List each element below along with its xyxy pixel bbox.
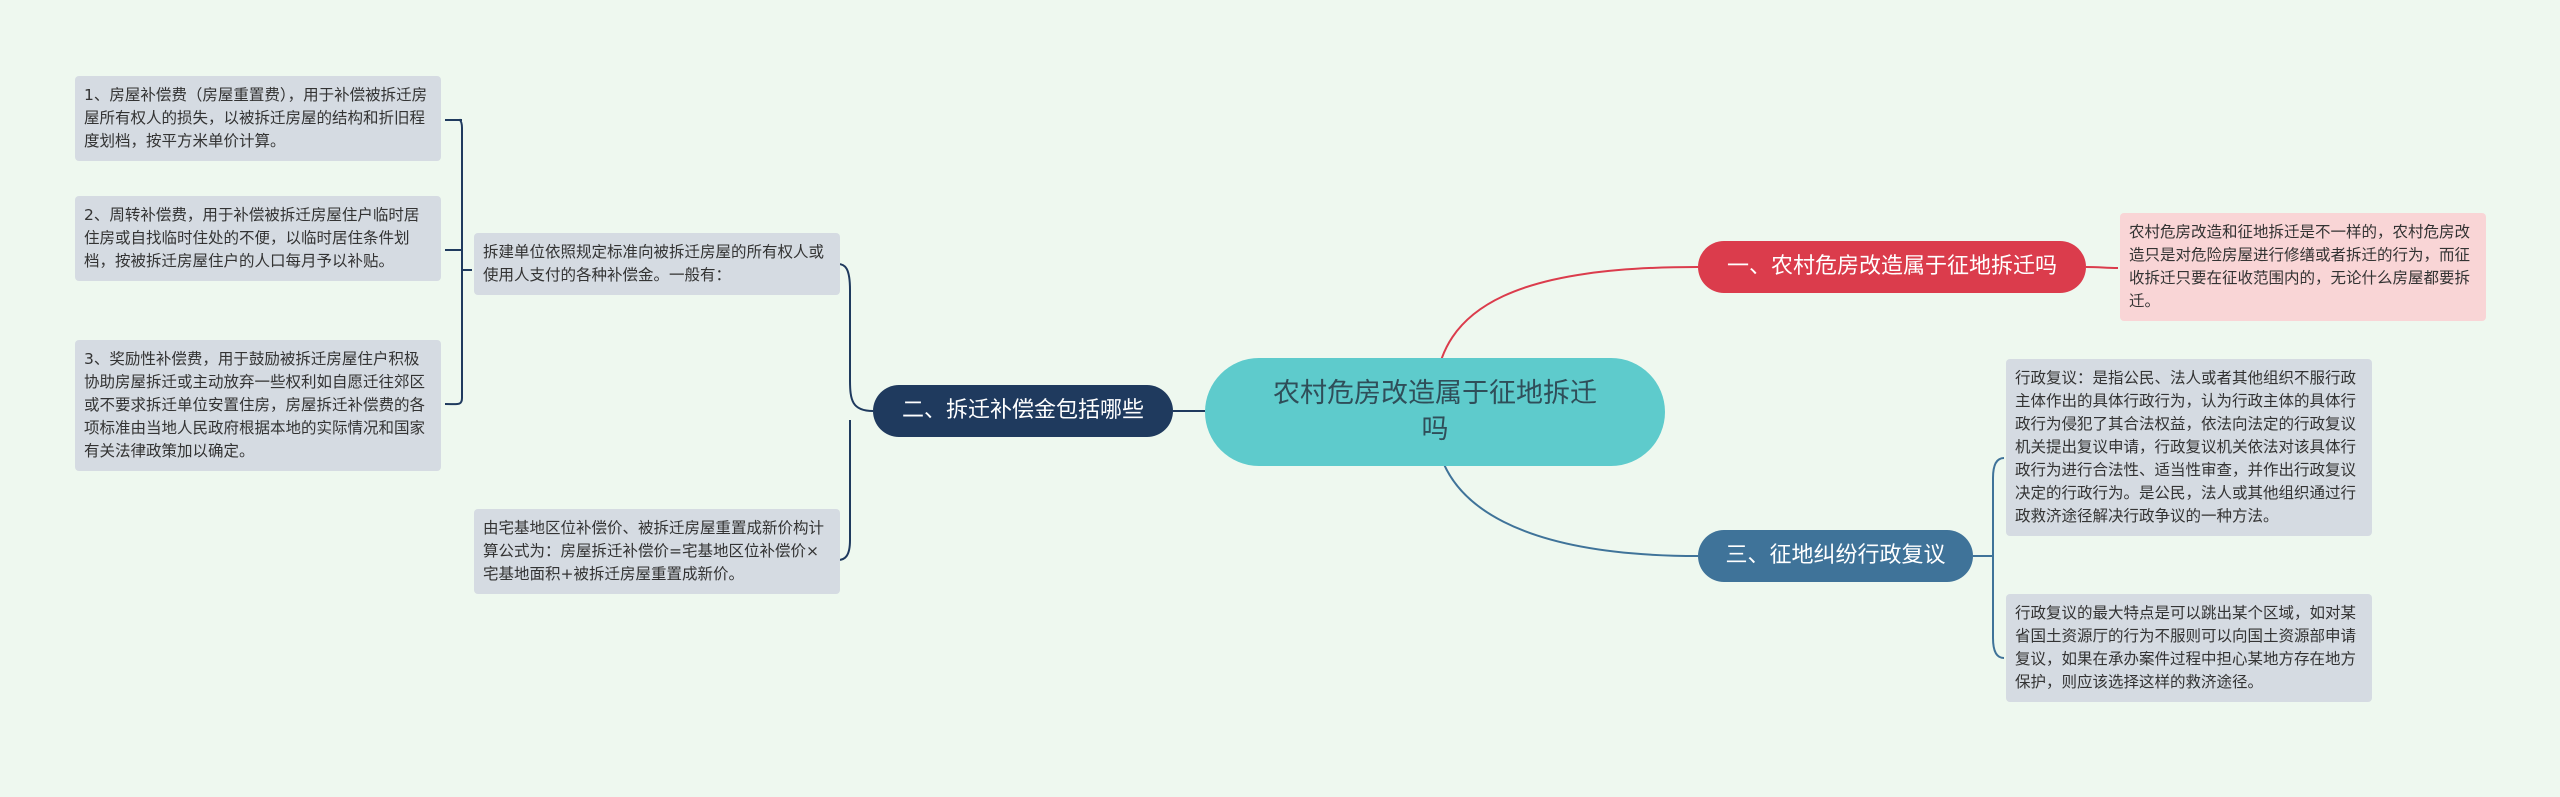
- leaf-compensation-definition[interactable]: 拆建单位依照规定标准向被拆迁房屋的所有权人或使用人支付的各种补偿金。一般有：: [474, 233, 840, 295]
- leaf-turnover-compensation-text: 2、周转补偿费，用于补偿被拆迁房屋住户临时居住房或自找临时住处的不便，以临时居住…: [84, 206, 420, 270]
- leaf-compensation-formula-text: 由宅基地区位补偿价、被拆迁房屋重置成新价构计算公式为：房屋拆迁补偿价=宅基地区位…: [483, 519, 825, 583]
- branch-rural-renovation[interactable]: 一、农村危房改造属于征地拆迁吗: [1698, 241, 2086, 293]
- leaf-incentive-compensation-text: 3、奖励性补偿费，用于鼓励被拆迁房屋住户积极协助房屋拆迁或主动放弃一些权利如自愿…: [84, 350, 426, 460]
- leaf-turnover-compensation[interactable]: 2、周转补偿费，用于补偿被拆迁房屋住户临时居住房或自找临时住处的不便，以临时居住…: [75, 196, 441, 281]
- leaf-rural-renovation-note-text: 农村危房改造和征地拆迁是不一样的，农村危房改造只是对危险房屋进行修缮或者拆迁的行…: [2129, 223, 2471, 310]
- branch-compensation-label: 二、拆迁补偿金包括哪些: [901, 398, 1144, 423]
- branch-compensation[interactable]: 二、拆迁补偿金包括哪些: [873, 385, 1173, 437]
- root-topic[interactable]: 农村危房改造属于征地拆迁吗: [1205, 358, 1665, 466]
- root-topic-label: 农村危房改造属于征地拆迁吗: [1273, 378, 1597, 445]
- branch-admin-review-label: 三、征地纠纷行政复议: [1725, 543, 1946, 568]
- leaf-admin-review-definition[interactable]: 行政复议：是指公民、法人或者其他组织不服行政主体作出的具体行政行为，认为行政主体…: [2006, 359, 2372, 536]
- leaf-incentive-compensation[interactable]: 3、奖励性补偿费，用于鼓励被拆迁房屋住户积极协助房屋拆迁或主动放弃一些权利如自愿…: [75, 340, 441, 471]
- leaf-admin-review-feature[interactable]: 行政复议的最大特点是可以跳出某个区域，如对某省国土资源厅的行为不服则可以向国土资…: [2006, 594, 2372, 702]
- connector-rural-to-leaf: [2085, 266, 2119, 269]
- leaf-admin-review-definition-text: 行政复议：是指公民、法人或者其他组织不服行政主体作出的具体行政行为，认为行政主体…: [2015, 369, 2357, 525]
- bracket-definition: [444, 118, 472, 406]
- bracket-review: [1973, 457, 2005, 659]
- leaf-compensation-formula[interactable]: 由宅基地区位补偿价、被拆迁房屋重置成新价构计算公式为：房屋拆迁补偿价=宅基地区位…: [474, 509, 840, 594]
- leaf-admin-review-feature-text: 行政复议的最大特点是可以跳出某个区域，如对某省国土资源厅的行为不服则可以向国土资…: [2015, 604, 2357, 691]
- leaf-rural-renovation-note[interactable]: 农村危房改造和征地拆迁是不一样的，农村危房改造只是对危险房屋进行修缮或者拆迁的行…: [2120, 213, 2486, 321]
- branch-rural-renovation-label: 一、农村危房改造属于征地拆迁吗: [1726, 254, 2057, 279]
- bracket-compensation: [837, 263, 874, 561]
- branch-admin-review[interactable]: 三、征地纠纷行政复议: [1698, 530, 1973, 582]
- leaf-housing-compensation[interactable]: 1、房屋补偿费（房屋重置费），用于补偿被拆迁房屋所有权人的损失，以被拆迁房屋的结…: [75, 76, 441, 161]
- leaf-compensation-definition-text: 拆建单位依照规定标准向被拆迁房屋的所有权人或使用人支付的各种补偿金。一般有：: [483, 243, 825, 284]
- leaf-housing-compensation-text: 1、房屋补偿费（房屋重置费），用于补偿被拆迁房屋所有权人的损失，以被拆迁房屋的结…: [84, 86, 428, 150]
